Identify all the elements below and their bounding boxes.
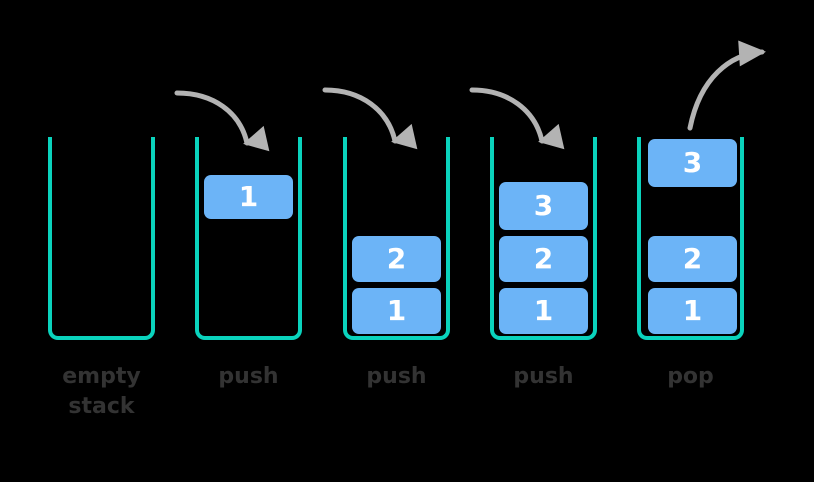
stack-box-value: 1 [204,175,293,219]
caption-column-5: pop [667,364,714,389]
stack-container-4 [490,137,597,340]
stack-box-value: 1 [352,288,441,334]
stack-container-3 [343,137,450,340]
push-arrow-in-2 [174,90,270,152]
stack-box-value: 2 [352,236,441,282]
caption-column-1: empty stack [62,364,141,419]
push-arrow-in-4 [469,87,565,150]
stack-container-5 [637,137,744,340]
stack-box-value: 3 [499,182,588,230]
stack-box-value: 2 [648,236,737,282]
push-arrow-in-3 [322,87,418,150]
stack-container-1 [48,137,155,340]
caption-column-4: push [513,364,574,389]
stack-box-value: 2 [499,236,588,282]
stack-container-2 [195,137,302,340]
caption-column-2: push [218,364,279,389]
caption-column-3: push [366,364,427,389]
stack-box-value: 1 [648,288,737,334]
stack-box-value: 3 [648,139,737,187]
pop-arrow-out-5 [687,40,766,131]
stack-box-value: 1 [499,288,588,334]
